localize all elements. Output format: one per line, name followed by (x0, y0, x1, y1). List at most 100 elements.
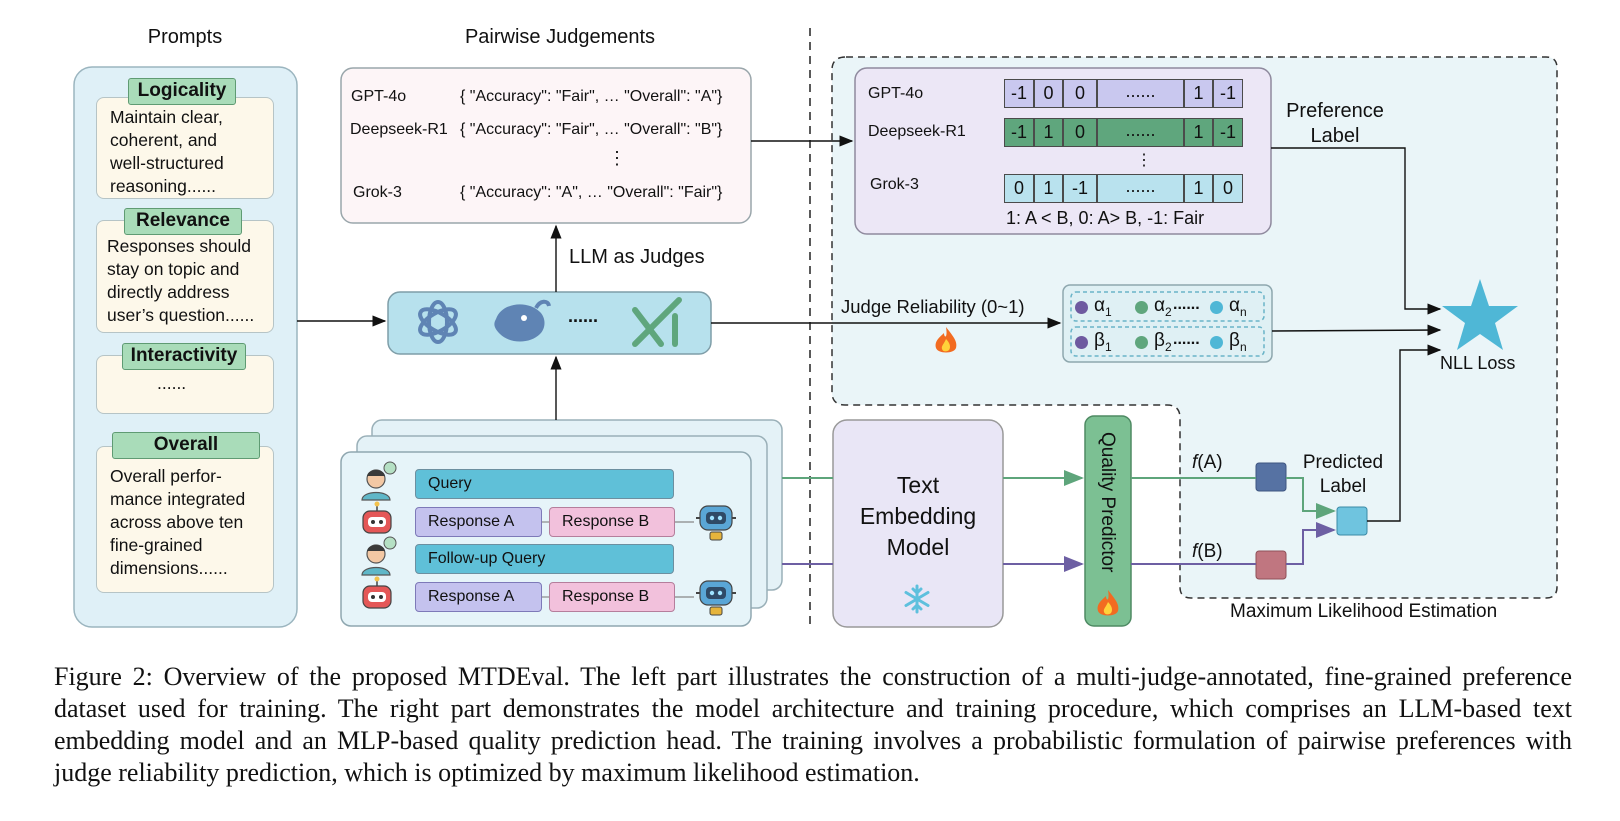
query-bar: Query (415, 469, 674, 499)
snowflake-icon (904, 584, 930, 614)
table-cell: 0 (1034, 79, 1063, 108)
assistant-robot-icon-1 (362, 501, 392, 534)
fb-label: f(B) (1192, 541, 1223, 563)
user-avatar-icon-1 (361, 461, 397, 501)
green-flow-4 (1286, 477, 1336, 519)
judge-dot-icon (1075, 335, 1088, 349)
text-embedding-label: Text Embedding Model (859, 472, 977, 560)
table-cell: 1 (1184, 118, 1213, 147)
param-symbol: αn (1229, 295, 1247, 319)
arrow-predicted-to-nll (1367, 344, 1442, 522)
judge-dot-icon (1135, 335, 1148, 349)
table-cell: 0 (1063, 118, 1097, 147)
table-cell: 1 (1184, 79, 1213, 108)
table-cell: -1 (1213, 79, 1243, 108)
param-symbol: α2 (1154, 295, 1172, 319)
param-dots: ...... (1173, 296, 1200, 313)
flame-icon-reliability (935, 327, 957, 353)
purple-flow-4 (1286, 522, 1336, 565)
reliability-param: α2 (1135, 295, 1172, 319)
reliability-param: αn (1210, 295, 1247, 319)
fb-label-italic: f (1192, 541, 1198, 562)
follow-up-query-bar: Follow-up Query (415, 544, 674, 574)
param-subscript: 2 (1164, 304, 1172, 319)
alpha-row-frame (1070, 291, 1265, 322)
judgement-model-grok: Grok-3 (353, 184, 402, 201)
judgement-json-grok: { "Accuracy": "A", … "Overall": "Fair"} (460, 184, 723, 201)
judgement-vdots: ⋮ (608, 148, 626, 168)
table-cell: ...... (1097, 174, 1184, 203)
judgement-model-deepseek: Deepseek-R1 (350, 121, 448, 138)
fb-label-rest: (B) (1197, 541, 1223, 562)
table-vdots: ⋮ (1136, 152, 1152, 169)
nll-loss-label: NLL Loss (1440, 353, 1516, 373)
reliability-param: α1 (1075, 295, 1112, 319)
judgement-model-gpt4o: GPT-4o (351, 88, 407, 105)
beta-row: β1 β2 βn...... (1075, 330, 1265, 354)
table-cell: 0 (1004, 174, 1034, 203)
judgement-json-gpt4o: { "Accuracy": "Fair", … "Overall": "A"} (460, 88, 723, 105)
pairwise-judgements-box (340, 67, 752, 224)
param-dots: ...... (1173, 331, 1200, 348)
judgement-json-deepseek: { "Accuracy": "Fair", … "Overall": "B"} (460, 121, 723, 138)
flame-icon-predictor (1097, 590, 1119, 616)
prompt-card-logicality: Maintain clear, coherent, and well-struc… (96, 97, 274, 199)
reliability-param: β1 (1075, 330, 1112, 354)
param-subscript: 1 (1104, 339, 1112, 354)
arrow-label-to-nll (1271, 147, 1442, 315)
prompt-tag-logicality: Logicality (128, 78, 236, 105)
reliability-param: βn (1210, 330, 1247, 354)
prompt-tag-overall: Overall (112, 432, 260, 459)
prompt-tag-interactivity: Interactivity (122, 343, 246, 370)
judges-ellipsis: ...... (568, 306, 599, 326)
llm-as-judges-label: LLM as Judges (569, 246, 705, 268)
judge-robot-icon-2 (696, 580, 736, 616)
response-b-bar-1: Response B (549, 507, 675, 537)
arrow-reliability-to-nll (1271, 324, 1442, 336)
param-symbol: β1 (1094, 330, 1112, 354)
text-embedding-box (832, 419, 1004, 628)
response-a-bar-2: Response A (415, 582, 542, 612)
judge-dot-icon (1135, 300, 1148, 314)
deepseek-logo-icon (494, 299, 551, 342)
fa-label-rest: (A) (1197, 452, 1223, 473)
fa-score-square (1255, 462, 1287, 492)
mle-label: Maximum Likelihood Estimation (1230, 601, 1498, 622)
table-model-deepseek: Deepseek-R1 (868, 123, 966, 140)
openai-logo-icon (418, 300, 458, 344)
preference-label-text: Preference Label (1286, 100, 1384, 147)
reliability-param: β2 (1135, 330, 1172, 354)
prompts-header: Prompts (147, 26, 223, 48)
param-subscript: 2 (1164, 339, 1172, 354)
preference-legend: 1: A < B, 0: A> B, -1: Fair (1006, 208, 1205, 228)
beta-row-frame (1070, 326, 1265, 357)
param-subscript: n (1239, 339, 1247, 354)
param-subscript: n (1239, 304, 1247, 319)
prompt-card-overall: Overall perfor- mance integrated across … (96, 446, 274, 593)
quality-predictor-label: Quality Predictor (1097, 432, 1118, 573)
judge-dot-icon (1210, 300, 1223, 314)
table-cell: -1 (1063, 174, 1097, 203)
fa-label: f(A) (1192, 452, 1223, 474)
quality-predictor-box (1084, 415, 1132, 627)
response-a-bar-1: Response A (415, 507, 542, 537)
figure-caption: Figure 2: Overview of the proposed MTDEv… (54, 662, 1572, 787)
prompt-tag-relevance: Relevance (124, 208, 242, 235)
judge-dot-icon (1210, 335, 1223, 349)
response-b-bar-2: Response B (549, 582, 675, 612)
table-cell: -1 (1213, 118, 1243, 147)
grok-logo-icon (632, 297, 682, 347)
user-avatar-icon-2 (361, 536, 397, 576)
table-model-grok: Grok-3 (870, 176, 919, 193)
param-symbol: βn (1229, 330, 1247, 354)
table-cell: -1 (1004, 79, 1034, 108)
prompt-card-relevance: Responses should stay on topic and direc… (96, 220, 274, 333)
table-model-gpt4o: GPT-4o (868, 85, 924, 102)
table-cell: -1 (1004, 118, 1034, 147)
table-cell: 0 (1213, 174, 1243, 203)
nll-star-icon (1442, 279, 1518, 350)
param-symbol: α1 (1094, 295, 1112, 319)
predicted-label-text: Predicted Label (1302, 452, 1384, 497)
table-cell: ...... (1097, 118, 1184, 147)
fb-score-square (1255, 550, 1287, 580)
